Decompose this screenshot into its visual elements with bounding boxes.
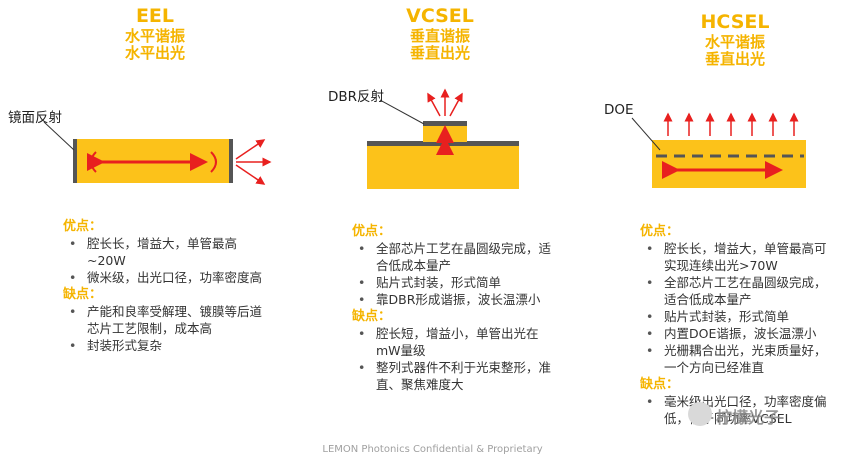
hcsel-doe-label: DOE [604, 102, 634, 118]
eel-left-reflection [90, 151, 97, 173]
eel-cons-list: 产能和良率受解理、镀膜等后道芯片工艺限制，成本高 封装形式复杂 [63, 303, 263, 354]
vcsel-output-ray-right [449, 92, 463, 117]
eel-subtitle-2: 水平出光 [124, 44, 185, 63]
hcsel-subtitle-2: 垂直出光 [704, 50, 765, 69]
hcsel-output-rays [663, 112, 799, 136]
wechat-logo-icon [688, 402, 712, 426]
hcsel-pros-list: 腔长长，增益大，单管最高可实现连续出光>70W 全部芯片工艺在晶圆级完成，适合低… [640, 240, 830, 376]
hcsel-pros-heading: 优点： [640, 224, 680, 239]
hcsel-title: HCSEL [700, 11, 770, 33]
eel-right-reflection [210, 151, 217, 173]
list-item: 光栅耦合出光，光束质量好，一个方向已经准直 [646, 342, 830, 376]
eel-cons-heading: 缺点： [63, 287, 103, 302]
eel-subtitle-1: 水平谐振 [124, 26, 185, 45]
vcsel-pros-list: 全部芯片工艺在晶圆级完成，适合低成本量产 贴片式封装，形式简单 靠DBR形成谐振… [352, 240, 552, 308]
vcsel-output-ray-left [427, 92, 441, 117]
vcsel-notes: 优点： 全部芯片工艺在晶圆级完成，适合低成本量产 贴片式封装，形式简单 靠DBR… [352, 223, 552, 393]
vcsel-pros-heading: 优点： [352, 224, 392, 239]
eel-left-mirror [73, 139, 77, 183]
list-item: 腔长长，增益大，单管最高~20W [69, 235, 263, 269]
list-item: 封装形式复杂 [69, 337, 263, 354]
hcsel-diagram [631, 112, 806, 188]
vcsel-dbr-label: DBR反射 [328, 89, 385, 105]
eel-notes: 优点： 腔长长，增益大，单管最高~20W 微米级，出光口径，功率密度高 缺点： … [63, 218, 263, 354]
eel-title-block: EEL 水平谐振 水平出光 [90, 5, 220, 63]
eel-diagram [43, 121, 272, 185]
vcsel-substrate [367, 145, 519, 189]
list-item: 全部芯片工艺在晶圆级完成，适合低成本量产 [646, 274, 830, 308]
vcsel-diagram [367, 88, 519, 189]
vcsel-top-dbr [423, 121, 467, 126]
eel-mirror-pointer [43, 121, 75, 151]
list-item: 靠DBR形成谐振，波长温漂小 [358, 291, 552, 308]
vcsel-cons-heading: 缺点： [352, 309, 392, 324]
list-item: 整列式器件不利于光束整形，准直、聚焦难度大 [358, 359, 552, 393]
eel-pros-list: 腔长长，增益大，单管最高~20W 微米级，出光口径，功率密度高 [63, 235, 263, 286]
eel-pros-heading: 优点： [63, 219, 103, 234]
eel-output-ray-up [235, 139, 266, 160]
hcsel-notes: 优点： 腔长长，增益大，单管最高可实现连续出光>70W 全部芯片工艺在晶圆级完成… [640, 223, 830, 427]
list-item: 腔长长，增益大，单管最高可实现连续出光>70W [646, 240, 830, 274]
hcsel-subtitle-1: 水平谐振 [704, 32, 765, 51]
list-item: 腔长短，增益小，单管出光在mW量级 [358, 325, 552, 359]
eel-output-ray-down [235, 164, 266, 185]
vcsel-cons-list: 腔长短，增益小，单管出光在mW量级 整列式器件不利于光束整形，准直、聚焦难度大 [352, 325, 552, 393]
eel-title: EEL [135, 5, 175, 27]
eel-right-mirror [229, 139, 233, 183]
hcsel-cons-heading: 缺点： [640, 377, 680, 392]
vcsel-title-block: VCSEL 垂直谐振 垂直出光 [375, 5, 505, 63]
footer-confidential: LEMON Photonics Confidential & Proprieta… [322, 444, 543, 455]
list-item: 全部芯片工艺在晶圆级完成，适合低成本量产 [358, 240, 552, 274]
vcsel-dbr-pointer [379, 99, 425, 125]
vcsel-title: VCSEL [406, 5, 474, 27]
hcsel-chip [652, 140, 806, 188]
list-item: 内置DOE谐振，波长温漂小 [646, 325, 830, 342]
list-item: 产能和良率受解理、镀膜等后道芯片工艺限制，成本高 [69, 303, 263, 337]
list-item: 贴片式封装，形式简单 [646, 308, 830, 325]
vcsel-subtitle-2: 垂直出光 [409, 44, 470, 63]
eel-mirror-label: 镜面反射 [8, 110, 62, 126]
hcsel-doe-pointer [631, 117, 661, 151]
watermark: 柠檬光子 [716, 408, 781, 427]
list-item: 贴片式封装，形式简单 [358, 274, 552, 291]
vcsel-subtitle-1: 垂直谐振 [409, 26, 470, 45]
hcsel-title-block: HCSEL 水平谐振 垂直出光 [670, 11, 800, 69]
list-item: 微米级，出光口径，功率密度高 [69, 269, 263, 286]
